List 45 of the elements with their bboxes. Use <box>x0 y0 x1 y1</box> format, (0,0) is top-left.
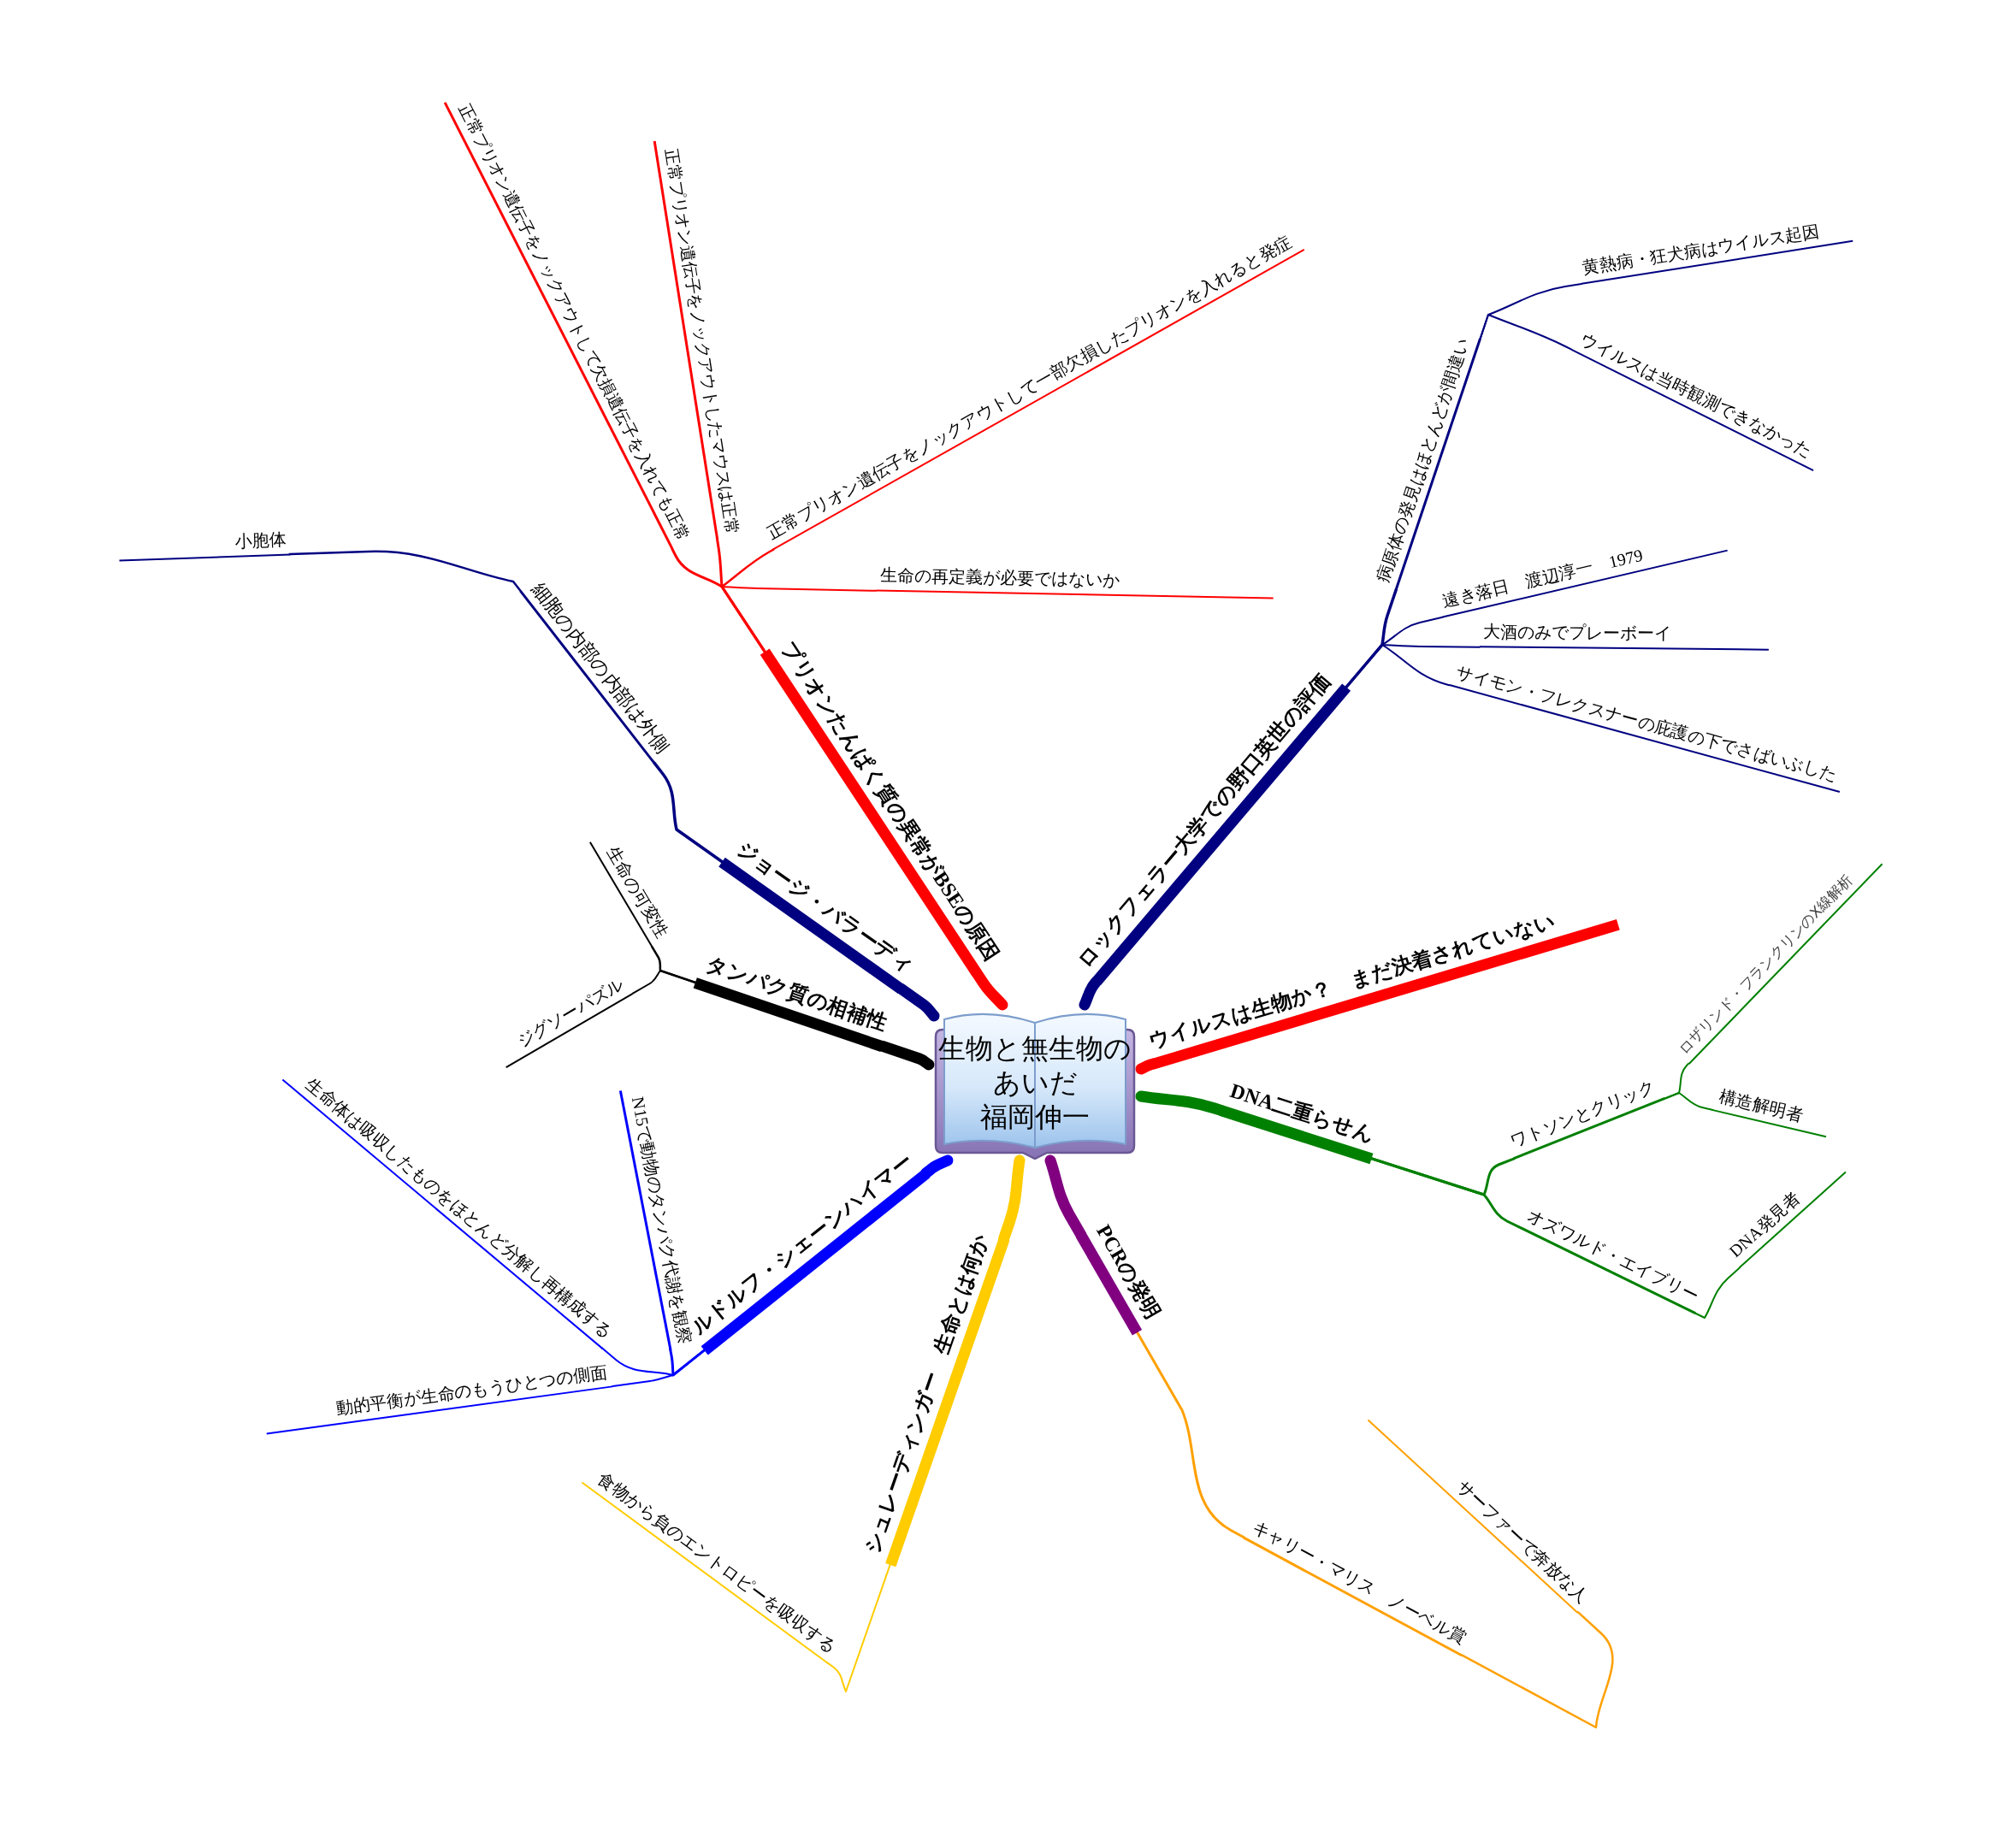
topic-label: 黄熱病・狂犬病はウイルス起因 <box>1577 216 1853 285</box>
branch-line <box>826 1563 891 1692</box>
topic-label: ワトソンとクリック <box>1505 1075 1666 1160</box>
branch-line <box>1136 1331 1245 1538</box>
title-text: 生物と無生物のあいだ <box>937 1032 1132 1100</box>
topic-label: 細胞の内部の内部は外側 <box>519 574 676 765</box>
topic-label: DNA二重らせん <box>1219 1078 1382 1164</box>
topic-label: サイモン・フレクスナーの庇護の下でさばいぶした <box>1449 661 1846 793</box>
topic-label: PCRの発明 <box>1076 1218 1167 1336</box>
topic-label: DNA発見者 <box>1723 1154 1847 1269</box>
branch-line <box>1694 1266 1741 1319</box>
branch-line <box>1370 1157 1520 1228</box>
topic-label: 生命体は吸収したものをほとんど分解し再構成する <box>281 1060 618 1349</box>
topic-label: 生命の可変性 <box>588 830 674 948</box>
topic-label: ジグソーパズル <box>494 971 634 1068</box>
topic-label: キャリー・マリス ノーベル賞 <box>1243 1514 1475 1656</box>
branch-line <box>1479 314 1573 351</box>
branch-line <box>1345 644 1451 688</box>
topic-label: 動的平衡が生命のもうひとつの側面 <box>263 1361 613 1434</box>
topic-label: ロザリンド・フランクリンのX線解析 <box>1672 847 1883 1065</box>
branch-line <box>1079 976 1103 1011</box>
branch-line <box>1664 1092 1714 1111</box>
topic-label: 食物から負のエントロピーを吸収する <box>581 1461 842 1664</box>
branch-line <box>920 1154 954 1179</box>
topic-label: シュレーディンガー 生命とは何か <box>858 1227 1009 1567</box>
branch-line <box>651 946 697 984</box>
branch-line <box>653 761 724 864</box>
topic-label: 遠き落日 渡辺淳一 1979 <box>1436 526 1728 618</box>
topic-label: 正常プリオン遺伝子をノックアウトして一部欠損したプリオンを入れると発症 <box>761 227 1305 551</box>
topic-label: 大酒のみでプレーボーイ <box>1479 622 1770 651</box>
branch-line <box>631 970 697 995</box>
topic-label: 生命の再定義が必要ではないか <box>876 565 1274 599</box>
topic-label: 小胞体 <box>118 529 290 562</box>
branch-line <box>720 548 775 653</box>
branch-line <box>716 539 766 653</box>
author-text: 福岡伸一 <box>979 1101 1091 1134</box>
branch-line <box>288 550 522 593</box>
branch-line <box>721 586 878 652</box>
branch-line <box>669 1348 706 1377</box>
topic-label: ウイルスは当時観測できなかった <box>1570 327 1824 471</box>
branch-line <box>612 1349 706 1387</box>
branch-line <box>1344 588 1398 689</box>
branch-line <box>1460 1611 1614 1729</box>
topic-label: 構造解明者 <box>1712 1085 1832 1137</box>
topic-label: オズワルド・エイブリー <box>1517 1203 1706 1314</box>
